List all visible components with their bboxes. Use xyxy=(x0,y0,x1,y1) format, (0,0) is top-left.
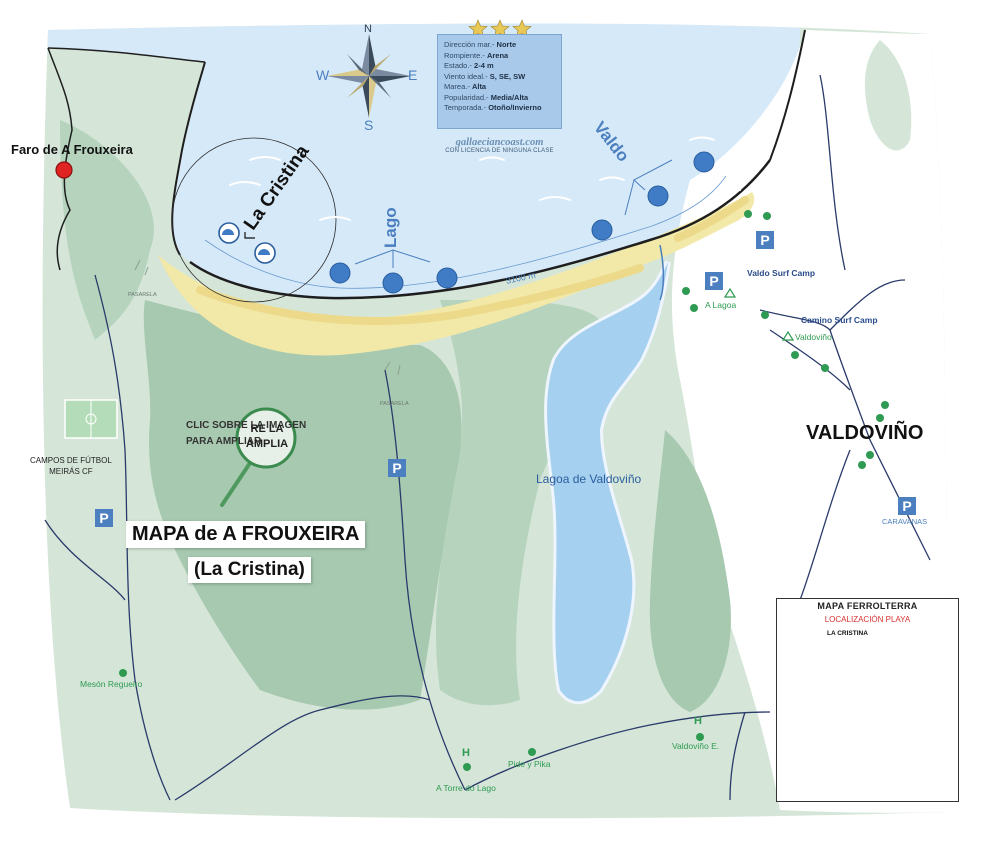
compass-rose-icon xyxy=(327,34,411,118)
coastline xyxy=(189,159,771,300)
label-valdo-surf-camp: Valdo Surf Camp xyxy=(747,268,816,278)
label-lagoa-valdovino: Lagoa de Valdoviño xyxy=(536,472,642,486)
label-valdovino-camp: Valdoviño xyxy=(795,332,832,342)
spot-label-lago: Lago xyxy=(381,207,400,248)
label-pasarela-1: PASARELA xyxy=(128,292,157,298)
magnifier-text: RE LA AMPLIA xyxy=(244,422,290,452)
info-row: Popularidad.- Media/Alta xyxy=(444,92,529,102)
label-valdovino: VALDOVIÑO xyxy=(806,422,924,444)
label-valdovino-e: Valdoviño E. xyxy=(672,741,720,751)
inset-subtitle: LOCALIZACIÓN PLAYA xyxy=(824,615,911,624)
click-hint-line2: PARA AMPLIAR xyxy=(186,436,262,447)
label-camino-surf-camp: Camino Surf Camp xyxy=(801,315,878,325)
info-row: Marea.- Alta xyxy=(444,82,487,91)
parking-icon: P xyxy=(898,497,916,515)
label-faro: Faro de A Frouxeira xyxy=(11,142,133,157)
label-pasarela-2: PASARELA xyxy=(380,401,409,407)
label-torre: A Torre do Lago xyxy=(436,783,496,793)
info-row: Rompiente.- Arena xyxy=(444,50,509,60)
label-meson: Mesón Regueiro xyxy=(80,679,143,689)
map-subtitle: (La Cristina) xyxy=(188,557,311,583)
la-cristina-circle xyxy=(171,137,337,303)
compass-w: W xyxy=(316,67,330,83)
info-row: Estado.- 2-4 m xyxy=(444,61,494,70)
compass-s: S xyxy=(364,117,374,133)
hotel-icon: H xyxy=(462,747,470,759)
map-title: MAPA de A FROUXEIRA xyxy=(126,521,366,548)
poi-markers xyxy=(119,210,889,771)
label-a-lagoa: A Lagoa xyxy=(705,300,737,310)
brand-name: gallaeciancoast.com xyxy=(455,137,544,148)
hotel-icon: H xyxy=(694,715,702,727)
click-hint[interactable]: CLIC SOBRE LA IMAGEN PARA AMPLIAR xyxy=(186,418,306,450)
magnifier-line1: RE LA xyxy=(250,423,284,435)
campos-line1: CAMPOS DE FÚTBOL xyxy=(30,456,112,465)
rating-stars-icon xyxy=(468,19,532,38)
parking-icon: P xyxy=(95,509,113,527)
inset-title: MAPA FERROLTERRA xyxy=(817,601,918,611)
lighthouse-marker-icon[interactable] xyxy=(55,161,73,179)
parking-icon: P xyxy=(756,231,774,249)
campos-line2: MEIRÁS CF xyxy=(49,467,93,476)
click-hint-line1: CLIC SOBRE LA IMAGEN xyxy=(186,420,307,431)
info-row: Dirección mar.- Norte xyxy=(444,40,517,49)
surf-spots xyxy=(329,151,715,294)
parking-icon: P xyxy=(388,459,406,477)
magnifier-icon[interactable] xyxy=(235,407,297,469)
inset-map[interactable]: MAPA FERROLTERRA LOCALIZACIÓN PLAYA LA C… xyxy=(776,598,959,802)
label-campos: CAMPOS DE FÚTBOL MEIRÁS CF xyxy=(30,455,112,477)
compass-e: E xyxy=(408,67,418,83)
compass-n: N xyxy=(364,23,372,35)
brand-credit: gallaeciancoast.com CON LICENCIA DE NING… xyxy=(437,137,562,154)
label-caravanas: CARAVANAS xyxy=(882,517,928,526)
brand-license: CON LICENCIA DE NINGUNA CLASE xyxy=(445,148,554,154)
beach-sand xyxy=(158,192,755,356)
magnifier-line2: AMPLIA xyxy=(245,438,289,450)
info-row: Viento ideal.- S, SE, SW xyxy=(444,71,526,81)
inset-beach-label: LA CRISTINA xyxy=(827,630,868,637)
label-pide: Pide y Pika xyxy=(508,759,551,769)
beach-info-box: Dirección mar.- Norte Rompiente.- Arena … xyxy=(437,34,562,129)
info-row: Temporada.- Otoño/Invierno xyxy=(444,103,542,112)
parking-icon: P xyxy=(705,272,723,290)
forest-west xyxy=(143,300,462,710)
